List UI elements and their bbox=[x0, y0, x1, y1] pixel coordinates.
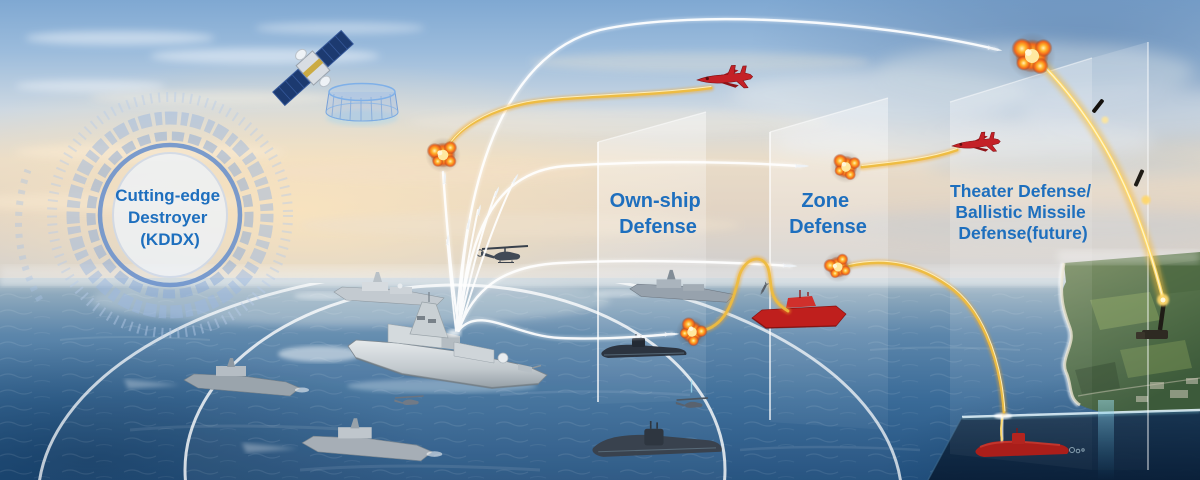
propeller-wash bbox=[1069, 447, 1085, 454]
escort-corvette-1 bbox=[124, 358, 309, 397]
ballistic-missile-stages bbox=[1092, 99, 1151, 205]
label-own-ship-defense: Own-ship Defense bbox=[610, 190, 707, 238]
enemy-missile-trails bbox=[443, 55, 1167, 416]
helicopter-icon bbox=[675, 380, 708, 408]
escort-corvette-2 bbox=[241, 418, 443, 462]
defense-panel-own-ship bbox=[598, 112, 706, 404]
emblem-label: Cutting-edge Destroyer (KDDX) bbox=[115, 186, 225, 249]
missile-launcher bbox=[1136, 294, 1169, 339]
defense-panel-theater bbox=[950, 58, 1092, 470]
satellite-icon bbox=[272, 29, 354, 107]
kddx-destroyer bbox=[278, 292, 548, 393]
helicopter-icon bbox=[394, 395, 424, 405]
radar-ring-icon bbox=[325, 82, 399, 126]
panel-edge-underwater-glow bbox=[1098, 400, 1114, 480]
friendly-submarine-surfaced bbox=[601, 334, 687, 358]
friendly-submarine-foreground bbox=[592, 421, 722, 457]
enemy-submarine bbox=[975, 428, 1085, 457]
radar-rings-emblem: Cutting-edge Destroyer (KDDX) bbox=[15, 92, 293, 338]
label-theater-defense: Theater Defense/ Ballistic Missile Defen… bbox=[950, 181, 1096, 243]
interceptor-trails bbox=[440, 16, 998, 342]
friendly-frigate-forward bbox=[593, 269, 735, 303]
enemy-sub-launch-plume bbox=[994, 413, 1012, 442]
enemy-ship bbox=[751, 290, 847, 329]
label-zone-defense: Zone Defense bbox=[789, 190, 867, 238]
escort-frigate-rear bbox=[294, 272, 445, 307]
